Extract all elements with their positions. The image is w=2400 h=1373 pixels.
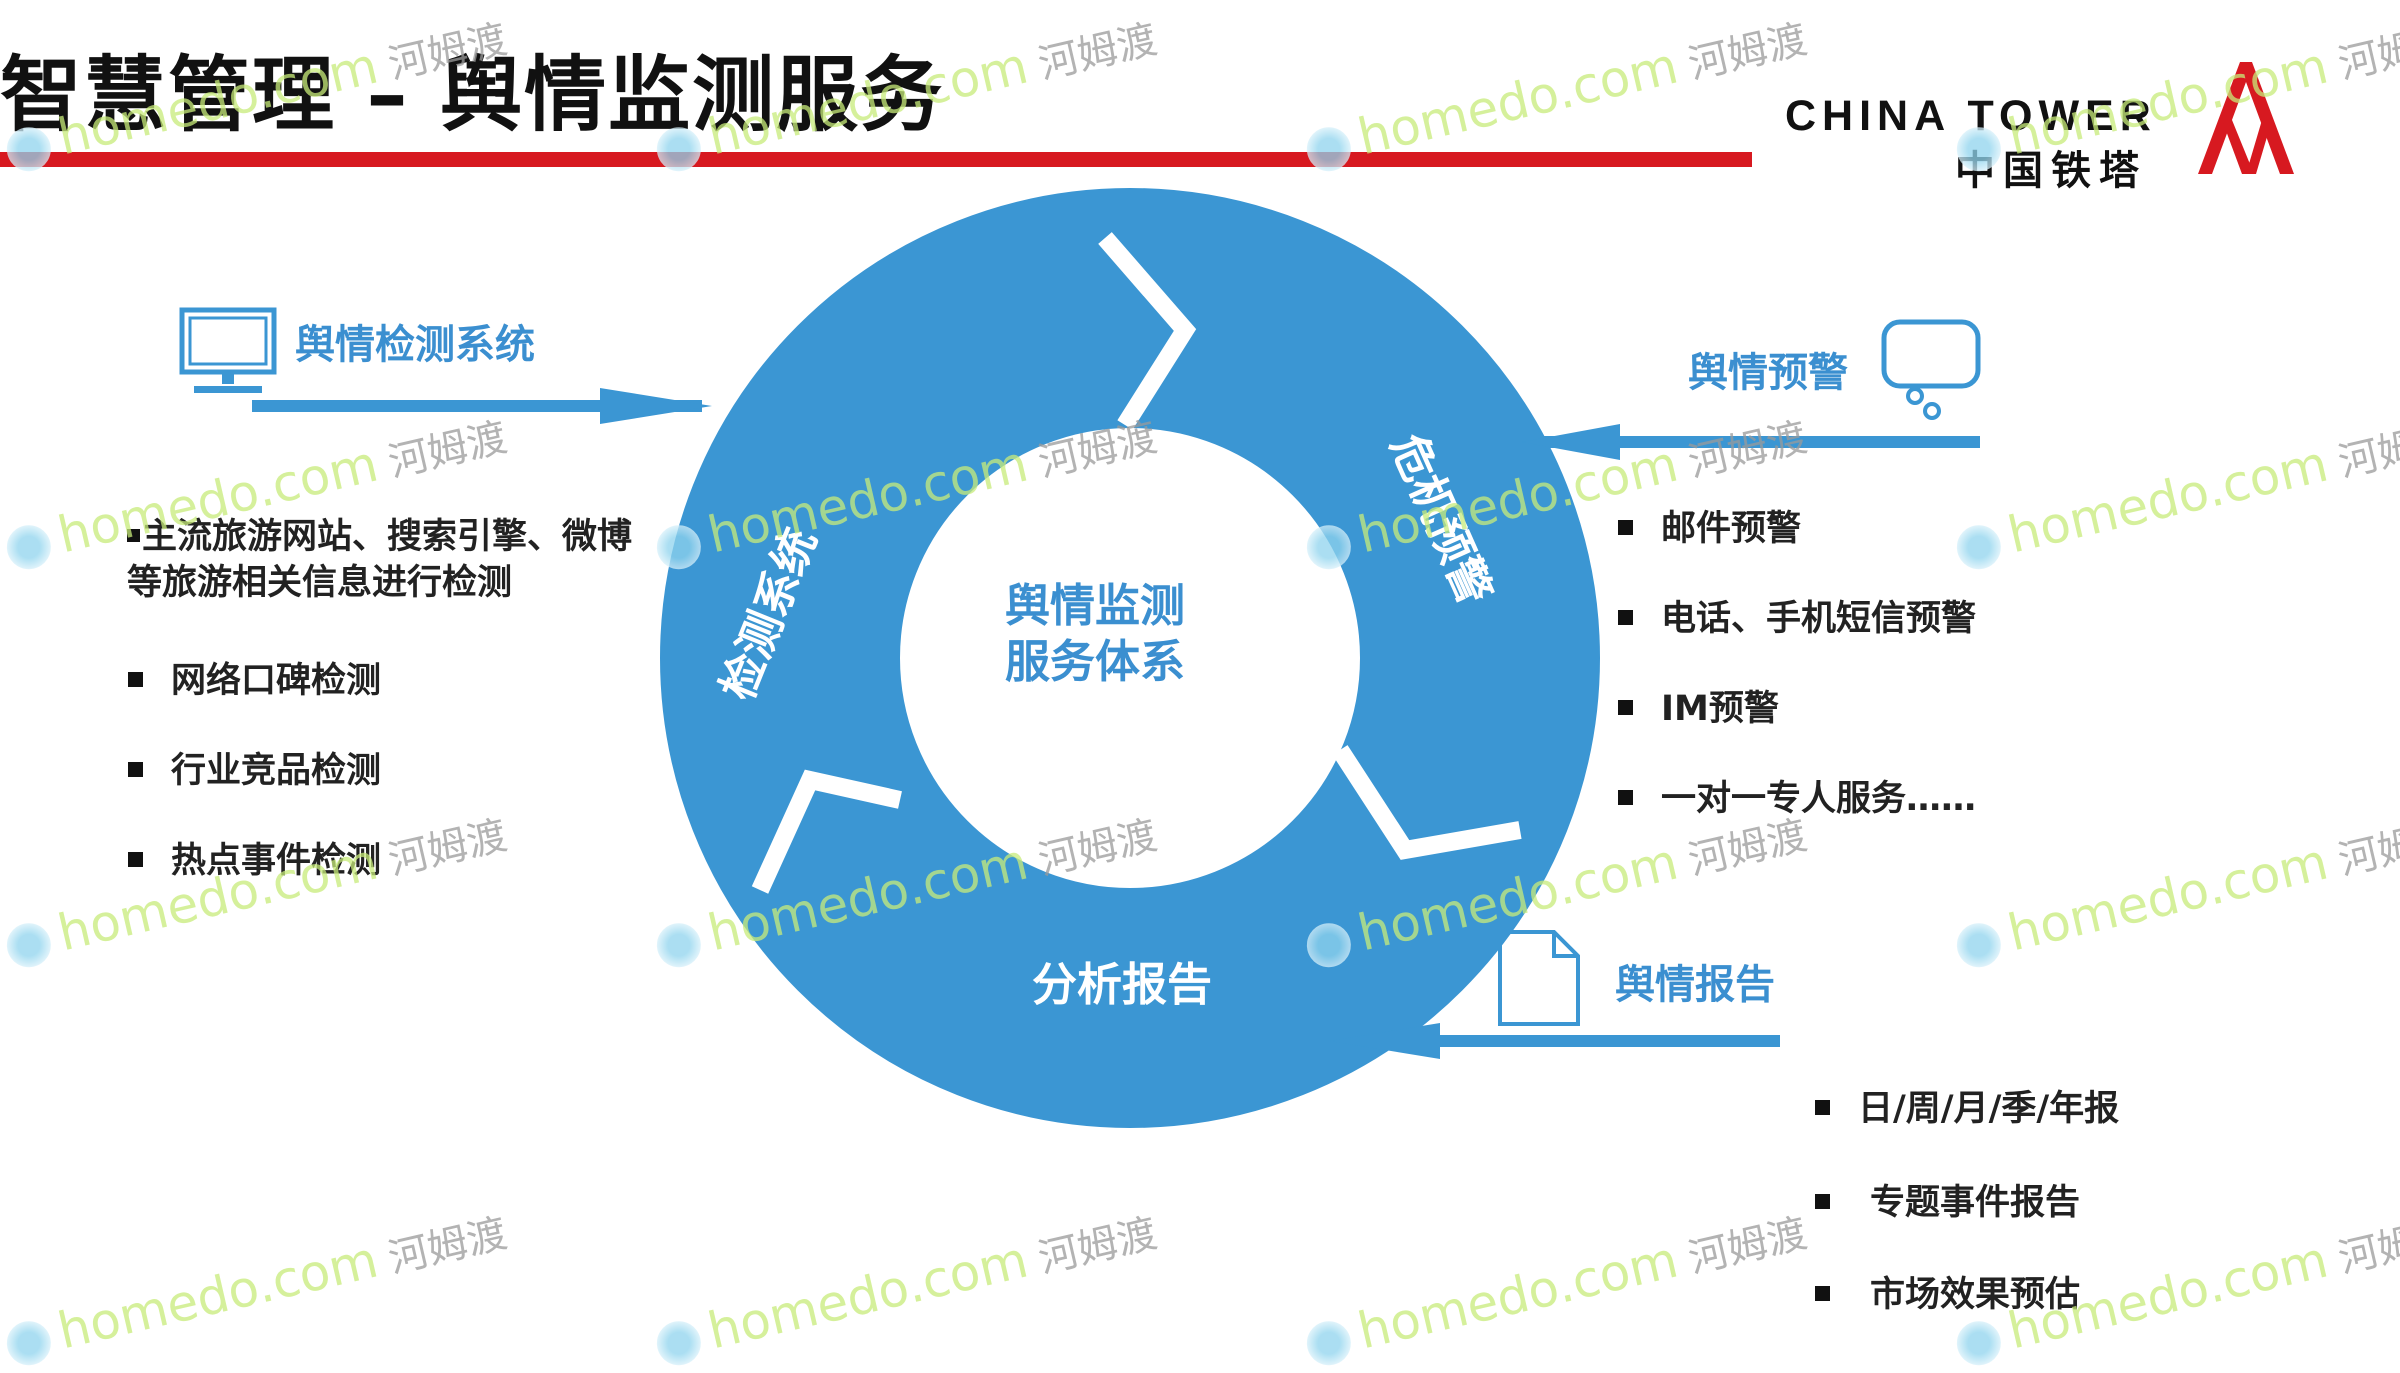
list-item: 行业竞品检测: [128, 742, 381, 793]
bullet-square: [128, 851, 143, 867]
arrow-right-top-in: [1522, 424, 1980, 460]
list-item: 电话、手机短信预警: [1618, 590, 1976, 641]
list-item-text: 一对一专人服务……: [1661, 779, 1977, 819]
list-item-text: 行业竞品检测: [171, 751, 382, 791]
arrow-left-in: [252, 388, 712, 424]
document-icon: [1498, 930, 1580, 1026]
list-item-text: IM预警: [1661, 689, 1779, 729]
list-item: 日/周/月/季/年报: [1815, 1080, 2119, 1131]
bullet-square: [1815, 1099, 1830, 1115]
thought-bubble-icon: [1881, 319, 1981, 420]
list-item-text: 热点事件检测: [171, 841, 382, 881]
list-item: 一对一专人服务……: [1618, 770, 1976, 821]
logo-text-cn: 中国铁塔: [1955, 148, 2147, 194]
bullet-square: [128, 671, 143, 687]
page-title: 智慧管理 – 舆情监测服务: [0, 48, 945, 143]
list-item-text: 电话、手机短信预警: [1661, 599, 1977, 639]
bullet-square: [1618, 789, 1633, 805]
list-item-text: 市场效果预估: [1870, 1275, 2081, 1315]
list-item: 邮件预警: [1618, 500, 1801, 551]
bullet-square: [1815, 1285, 1830, 1301]
separator-top: [1098, 232, 1197, 430]
list-item: 市场效果预估: [1815, 1266, 2080, 1317]
bullet-square: [127, 528, 140, 542]
bullet-square: [1618, 519, 1633, 535]
separator-left: [751, 769, 902, 894]
list-item-text: 专题事件报告: [1870, 1183, 2081, 1223]
list-item: 专题事件报告: [1815, 1174, 2080, 1225]
list-item-text: 网络口碑检测: [171, 661, 382, 701]
left-panel-label: 舆情检测系统: [295, 322, 535, 368]
list-item: 热点事件检测: [128, 832, 381, 883]
left-panel-description: 主流旅游网站、搜索引擎、微博 等旅游相关信息进行检测: [127, 514, 632, 606]
logo-text-en: CHINA TOWER: [1785, 92, 2157, 140]
bullet-square: [1618, 699, 1633, 715]
title-underline: [0, 152, 1752, 167]
arrow-right-bottom-in: [1330, 1023, 1780, 1059]
list-item: IM预警: [1618, 680, 1779, 731]
separator-right: [1332, 745, 1522, 860]
center-title-line1: 舆情监测: [1004, 579, 1185, 632]
right-bottom-panel-label: 舆情报告: [1615, 962, 1775, 1008]
bullet-square: [1618, 609, 1633, 625]
bullet-square: [128, 761, 143, 777]
list-item-text: 邮件预警: [1661, 509, 1802, 549]
description-line1: 主流旅游网站、搜索引擎、微博: [142, 517, 633, 557]
china-tower-logo-icon: [2198, 62, 2294, 174]
segment-label-report: 分析报告: [1032, 958, 1213, 1011]
list-item: 网络口碑检测: [128, 652, 381, 703]
bullet-square: [1815, 1193, 1830, 1209]
cycle-ring: [660, 188, 1600, 1128]
center-title-line2: 服务体系: [1004, 635, 1185, 688]
right-top-panel-label: 舆情预警: [1688, 350, 1848, 396]
list-item-text: 日/周/月/季/年报: [1858, 1089, 2120, 1129]
center-title: 舆情监测 服务体系: [905, 578, 1285, 690]
monitor-icon: [179, 307, 277, 393]
description-line2: 等旅游相关信息进行检测: [127, 563, 513, 603]
